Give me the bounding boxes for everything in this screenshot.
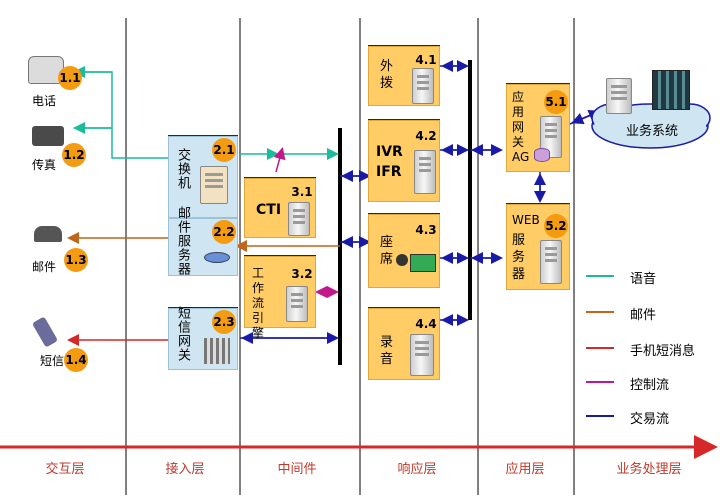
layer-response: 响应层: [397, 462, 437, 477]
web-label: WEB: [512, 213, 540, 227]
web-server-icon: [540, 240, 562, 284]
business-cloud: [591, 103, 711, 149]
badge-3-2: 3.2: [291, 267, 313, 281]
badge-4-1: 4.1: [415, 53, 437, 67]
seat-box[interactable]: [368, 214, 440, 288]
cti-label: CTI: [256, 202, 282, 218]
agent-icon: [396, 254, 408, 266]
record-server-icon: [410, 334, 434, 376]
layer-access: 接入层: [165, 462, 205, 477]
workflow-label: 工作流引擎: [252, 266, 265, 340]
badge-4-3: 4.3: [415, 223, 437, 237]
layer-interaction: 交互层: [45, 462, 85, 477]
layer-dividers: [125, 18, 575, 495]
badge-1-3: 1.3: [64, 248, 88, 272]
mailbox-icon: [34, 226, 62, 242]
web-server-label: 服务器: [512, 233, 526, 282]
business-rack-icon: [652, 70, 690, 110]
switch-label: 交换机: [175, 148, 190, 190]
badge-2-3: 2.3: [212, 310, 236, 334]
seat-label: 座席: [380, 235, 394, 267]
workflow-server-icon: [286, 286, 308, 322]
legend-sms: 手机短消息: [630, 344, 696, 359]
ifr-label: IFR: [376, 164, 402, 180]
badge-1-2: 1.2: [62, 143, 86, 167]
badge-1-1: 1.1: [58, 66, 82, 90]
badge-4-2: 4.2: [415, 129, 437, 143]
legend-control: 控制流: [630, 378, 670, 393]
badge-5-1: 5.1: [544, 90, 568, 114]
fax-icon: [32, 126, 64, 146]
smsgw-label: 短信网关: [175, 306, 190, 362]
ivr-label: IVR: [376, 144, 403, 160]
label-mail: 邮件: [32, 260, 57, 274]
layer-business: 业务处理层: [616, 462, 682, 477]
badge-2-2: 2.2: [212, 220, 236, 244]
legend-mail: 邮件: [630, 308, 657, 323]
badge-2-1: 2.1: [212, 138, 236, 162]
legend-voice: 语音: [630, 272, 657, 287]
layer-middleware: 中间件: [277, 462, 317, 477]
appgw-server-icon: [540, 116, 562, 158]
router-icon: [204, 252, 230, 263]
outbound-label: 外拨: [380, 59, 394, 91]
layer-application: 应用层: [505, 462, 545, 477]
badge-1-4: 1.4: [64, 348, 88, 372]
label-sms: 短信: [40, 354, 65, 368]
appgw-label: 应用网关AG: [512, 90, 530, 164]
switch-device-icon: [200, 166, 228, 204]
database-icon: [534, 148, 550, 162]
business-server-icon: [606, 78, 632, 114]
badge-5-2: 5.2: [544, 214, 568, 238]
legend-lines: [586, 275, 614, 417]
label-phone: 电话: [32, 94, 57, 108]
mailserver-label: 邮件服务器: [175, 206, 190, 276]
outbound-server-icon: [412, 68, 434, 104]
control-flow: [273, 147, 339, 298]
voice-flow: [72, 66, 339, 160]
record-label: 录音: [380, 335, 394, 367]
label-fax: 传真: [32, 158, 57, 172]
legend-transaction: 交易流: [630, 412, 670, 427]
badge-4-4: 4.4: [415, 317, 437, 331]
monitor-icon: [410, 254, 436, 272]
cti-server-icon: [288, 202, 310, 236]
mail-flow: [67, 232, 340, 252]
sms-gateway-icon: [204, 338, 230, 364]
badge-3-1: 3.1: [291, 185, 313, 199]
ivr-server-icon: [414, 150, 436, 194]
business-system-label: 业务系统: [626, 124, 679, 139]
